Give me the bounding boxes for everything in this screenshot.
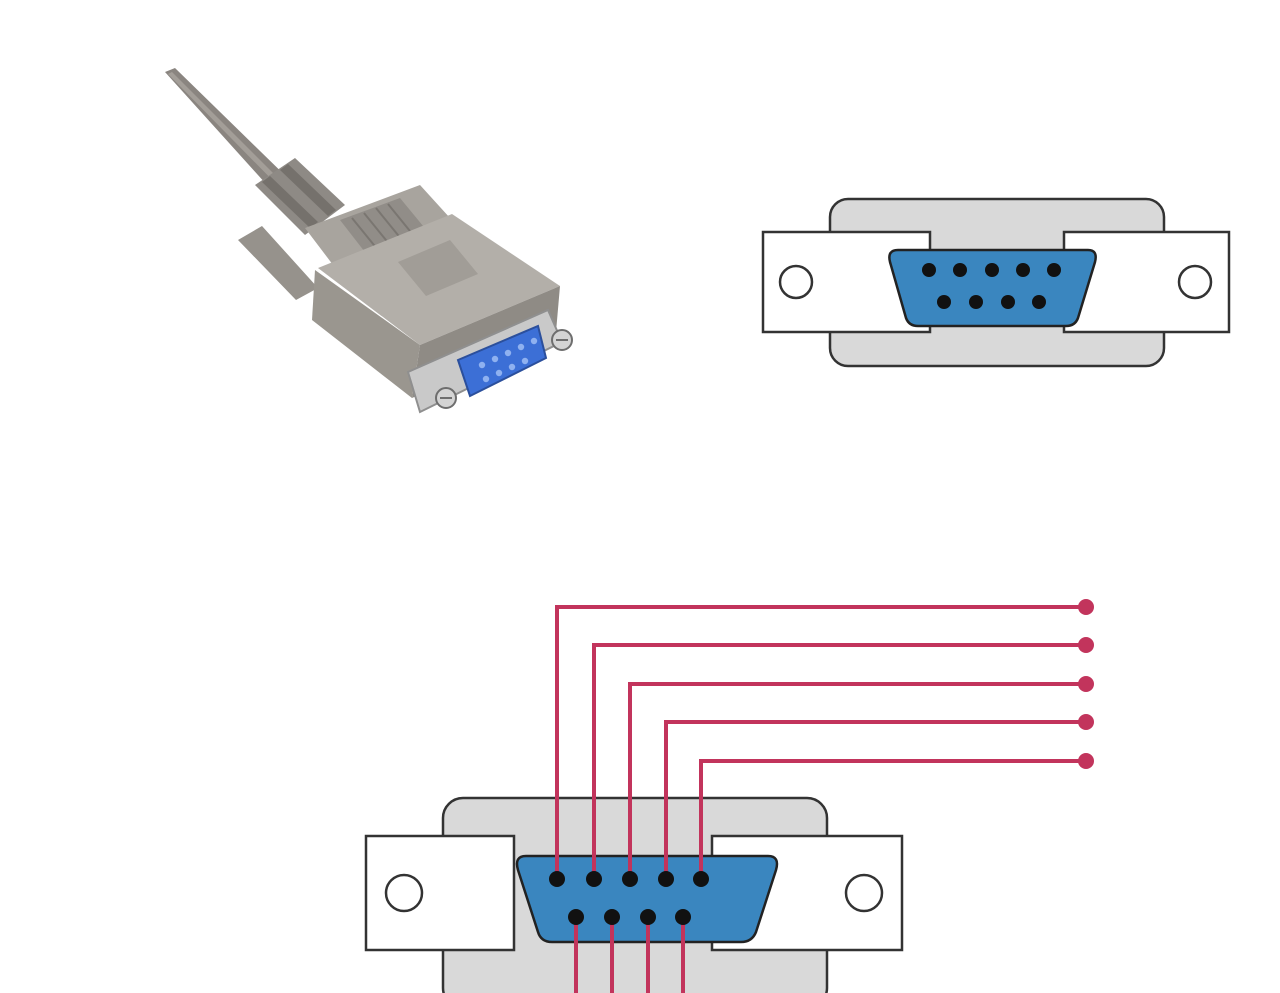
connector-face-diagram	[761, 197, 1231, 368]
face-mount-hole-right	[1177, 264, 1213, 300]
wires-to-right	[555, 605, 1086, 879]
rear-thumb-screw	[238, 226, 318, 300]
wiring-mount-hole-right	[844, 873, 884, 913]
face-pins	[922, 263, 1061, 309]
wire-pin-3	[628, 682, 1086, 879]
front-screw-right	[551, 329, 573, 351]
wiring-mount-hole-left	[384, 873, 424, 913]
housing-grip	[340, 198, 428, 256]
face-mount-hole-left	[778, 264, 814, 300]
wiring-diagram	[364, 599, 1094, 993]
db9-cable-photo	[165, 68, 573, 414]
grip-ridges	[351, 203, 415, 251]
wire-pin-4	[664, 720, 1086, 879]
plug-insert	[456, 324, 548, 398]
wire-terminals	[1078, 599, 1094, 769]
housing-front	[312, 270, 420, 398]
housing-panel	[398, 240, 478, 296]
plug-pin-holes	[478, 337, 538, 383]
strain-relief	[255, 158, 345, 235]
wire-pin-1	[555, 605, 1086, 879]
face-insert	[888, 248, 1097, 328]
wire-pin-5	[699, 759, 1086, 879]
cable-highlight	[168, 72, 292, 196]
front-screw-left	[435, 387, 457, 409]
wiring-pins	[549, 871, 709, 925]
wire-pin-2	[592, 643, 1086, 879]
wires-down	[574, 917, 685, 993]
